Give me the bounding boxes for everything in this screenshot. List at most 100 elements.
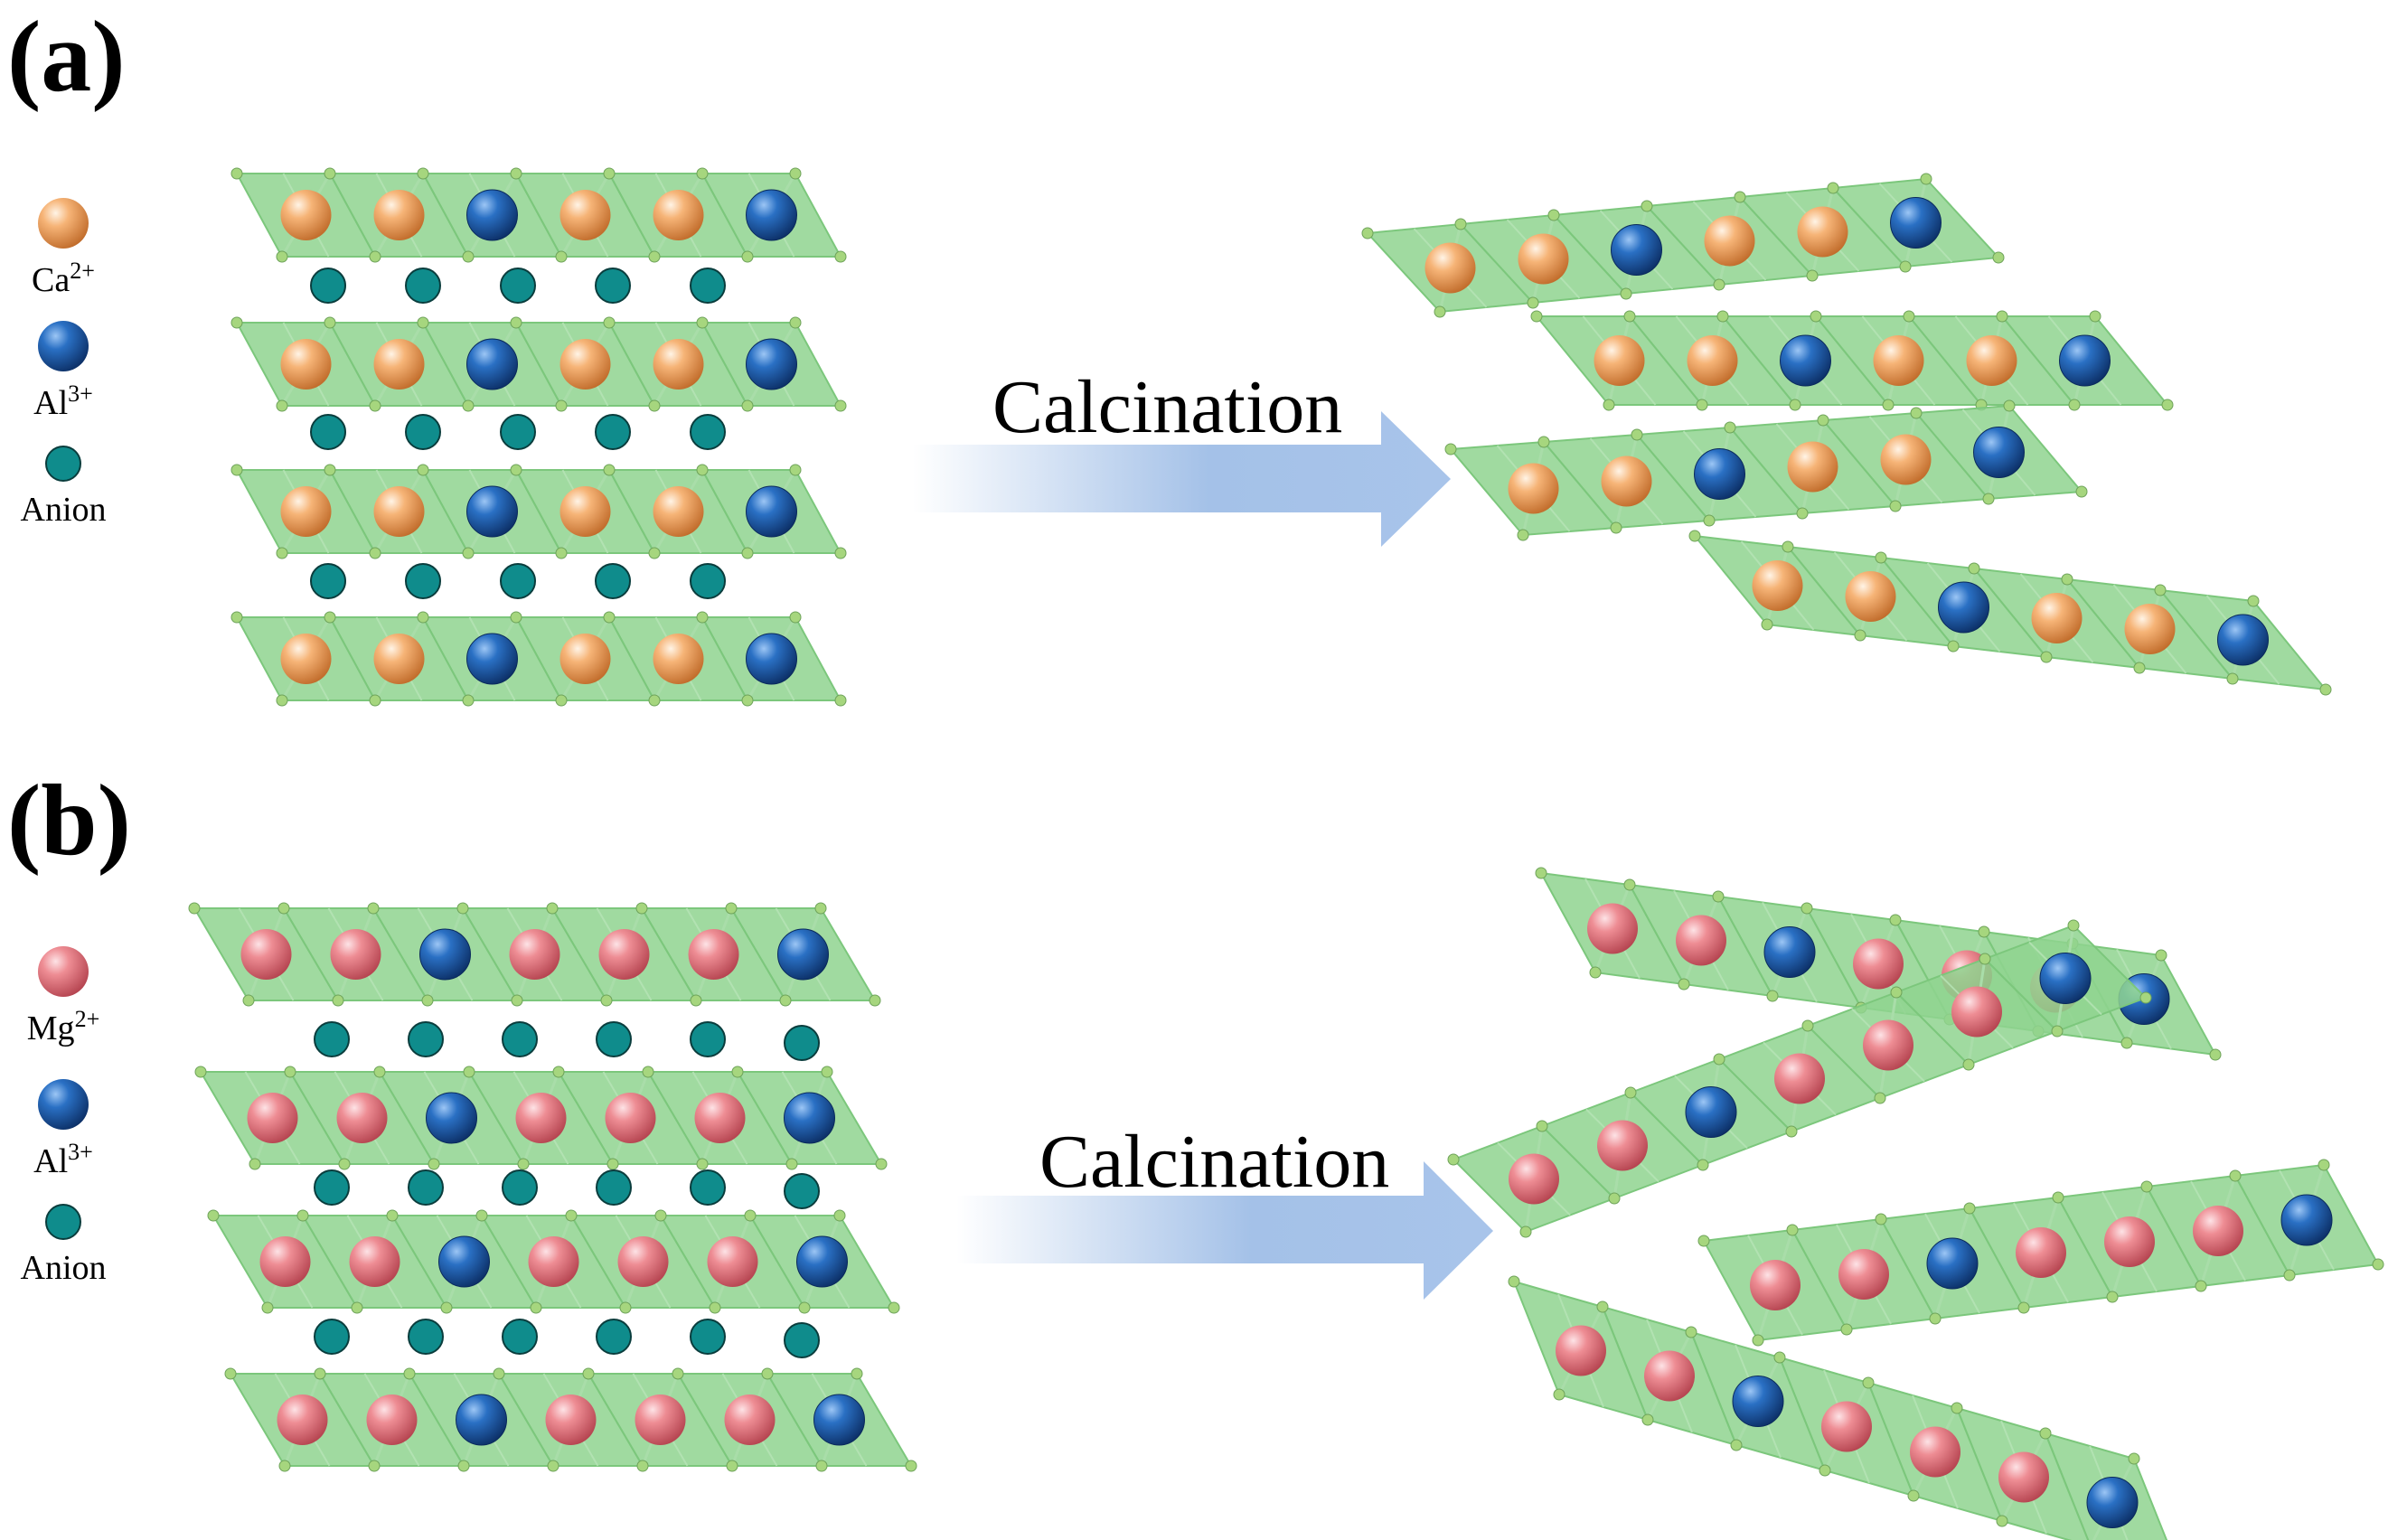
cation-al bbox=[2039, 953, 2092, 1004]
anion bbox=[314, 1169, 350, 1206]
oxygen-vertex bbox=[789, 464, 802, 476]
cation-mg bbox=[515, 1093, 567, 1143]
oxygen-vertex bbox=[648, 694, 661, 707]
oxygen-vertex bbox=[1678, 978, 1690, 991]
sheet-after-b-3 bbox=[1697, 1159, 2384, 1347]
cation-mg bbox=[598, 929, 650, 980]
cation-ca bbox=[373, 339, 425, 390]
anion bbox=[690, 1319, 726, 1355]
cation-mg bbox=[240, 929, 292, 980]
oxygen-vertex bbox=[338, 1158, 351, 1170]
lattice-before-b bbox=[188, 902, 917, 1472]
oxygen-vertex bbox=[463, 1066, 475, 1078]
oxygen-vertex bbox=[2318, 1159, 2330, 1171]
oxygen-vertex bbox=[2154, 584, 2167, 596]
oxygen-vertex bbox=[1454, 218, 1467, 230]
cation-mg bbox=[1597, 1120, 1648, 1171]
lattice-after-b bbox=[1447, 867, 2384, 1540]
oxygen-vertex bbox=[1697, 1235, 1710, 1247]
oxygen-vertex bbox=[1889, 914, 1902, 926]
cation-ca bbox=[653, 190, 704, 240]
oxygen-vertex bbox=[1875, 1213, 1887, 1225]
oxygen-vertex bbox=[2051, 1025, 2064, 1038]
oxygen-vertex bbox=[2106, 1291, 2119, 1303]
oxygen-vertex bbox=[403, 1367, 416, 1380]
anion bbox=[596, 1021, 632, 1057]
cation-mg bbox=[509, 929, 560, 980]
oxygen-vertex bbox=[1537, 436, 1550, 448]
cation-mg bbox=[1951, 986, 2002, 1038]
oxygen-vertex bbox=[224, 1367, 237, 1380]
cation-mg bbox=[545, 1394, 597, 1445]
anion bbox=[314, 1021, 350, 1057]
oxygen-vertex bbox=[1963, 1202, 1976, 1215]
sheet-after-b-2 bbox=[1447, 919, 2152, 1238]
oxygen-vertex bbox=[2052, 1191, 2064, 1204]
sheet-before-b-2 bbox=[194, 1066, 888, 1170]
oxygen-vertex bbox=[1951, 1402, 1963, 1414]
cation-al bbox=[466, 485, 518, 538]
cation-al bbox=[1611, 224, 1662, 276]
sheet-after-a-4 bbox=[1688, 530, 2332, 696]
calcination-arrow-b: Calcination bbox=[956, 1120, 1493, 1300]
sheet-before-b-1 bbox=[188, 902, 881, 1007]
oxygen-vertex bbox=[230, 167, 243, 180]
cation-mg bbox=[617, 1236, 669, 1287]
cation-mg bbox=[1750, 1260, 1801, 1310]
oxygen-vertex bbox=[1810, 310, 1822, 323]
cation-al bbox=[2280, 1194, 2333, 1246]
oxygen-vertex bbox=[417, 611, 429, 624]
oxygen-vertex bbox=[1596, 1301, 1609, 1313]
legend-swatch-anion bbox=[45, 446, 81, 482]
oxygen-vertex bbox=[761, 1367, 774, 1380]
cation-ca bbox=[1797, 206, 1848, 258]
oxygen-vertex bbox=[1920, 173, 1932, 185]
oxygen-vertex bbox=[1447, 1153, 1460, 1166]
oxygen-vertex bbox=[582, 1367, 595, 1380]
oxygen-vertex bbox=[1631, 428, 1643, 441]
oxygen-vertex bbox=[2226, 672, 2239, 685]
cation-al bbox=[466, 189, 518, 241]
oxygen-vertex bbox=[314, 1367, 326, 1380]
oxygen-vertex bbox=[726, 1460, 738, 1472]
oxygen-vertex bbox=[276, 250, 288, 263]
oxygen-vertex bbox=[2372, 1258, 2384, 1271]
oxygen-vertex bbox=[462, 399, 475, 412]
oxygen-vertex bbox=[1978, 925, 1990, 938]
oxygen-vertex bbox=[1979, 953, 1991, 965]
oxygen-vertex bbox=[1623, 878, 1636, 891]
cation-ca bbox=[373, 486, 425, 537]
oxygen-vertex bbox=[2195, 1280, 2207, 1292]
anion bbox=[690, 1169, 726, 1206]
oxygen-vertex bbox=[1882, 399, 1895, 411]
oxygen-vertex bbox=[517, 1158, 530, 1170]
oxygen-vertex bbox=[851, 1367, 863, 1380]
legend-label-mg: Mg2+ bbox=[27, 1006, 99, 1047]
oxygen-vertex bbox=[261, 1301, 274, 1314]
anion-row-a-2 bbox=[310, 414, 726, 450]
oxygen-vertex bbox=[457, 1460, 470, 1472]
oxygen-vertex bbox=[230, 464, 243, 476]
arrow-shape-b bbox=[956, 1161, 1493, 1300]
cation-mg bbox=[1853, 938, 1904, 990]
oxygen-vertex bbox=[1992, 251, 2005, 264]
oxygen-vertex bbox=[1610, 521, 1622, 534]
cation-al bbox=[784, 1092, 835, 1144]
oxygen-vertex bbox=[833, 1209, 846, 1222]
oxygen-vertex bbox=[1444, 443, 1457, 455]
cation-al bbox=[1732, 1376, 1784, 1427]
oxygen-vertex bbox=[1517, 529, 1529, 541]
cation-al bbox=[1694, 448, 1745, 500]
cation-ca bbox=[653, 634, 704, 684]
oxygen-vertex bbox=[636, 1460, 649, 1472]
oxygen-vertex bbox=[1535, 867, 1547, 879]
legend-item-mg: Mg2+ bbox=[27, 946, 99, 1047]
cation-mg bbox=[2193, 1206, 2243, 1256]
cation-ca bbox=[373, 634, 425, 684]
oxygen-vertex bbox=[1785, 1125, 1798, 1138]
oxygen-vertex bbox=[1840, 1323, 1853, 1336]
legend-swatch-mg bbox=[38, 946, 89, 997]
legend-label-sup: 3+ bbox=[68, 1139, 93, 1165]
cation-al bbox=[746, 485, 797, 538]
legend-label-base: Anion bbox=[21, 1249, 107, 1287]
